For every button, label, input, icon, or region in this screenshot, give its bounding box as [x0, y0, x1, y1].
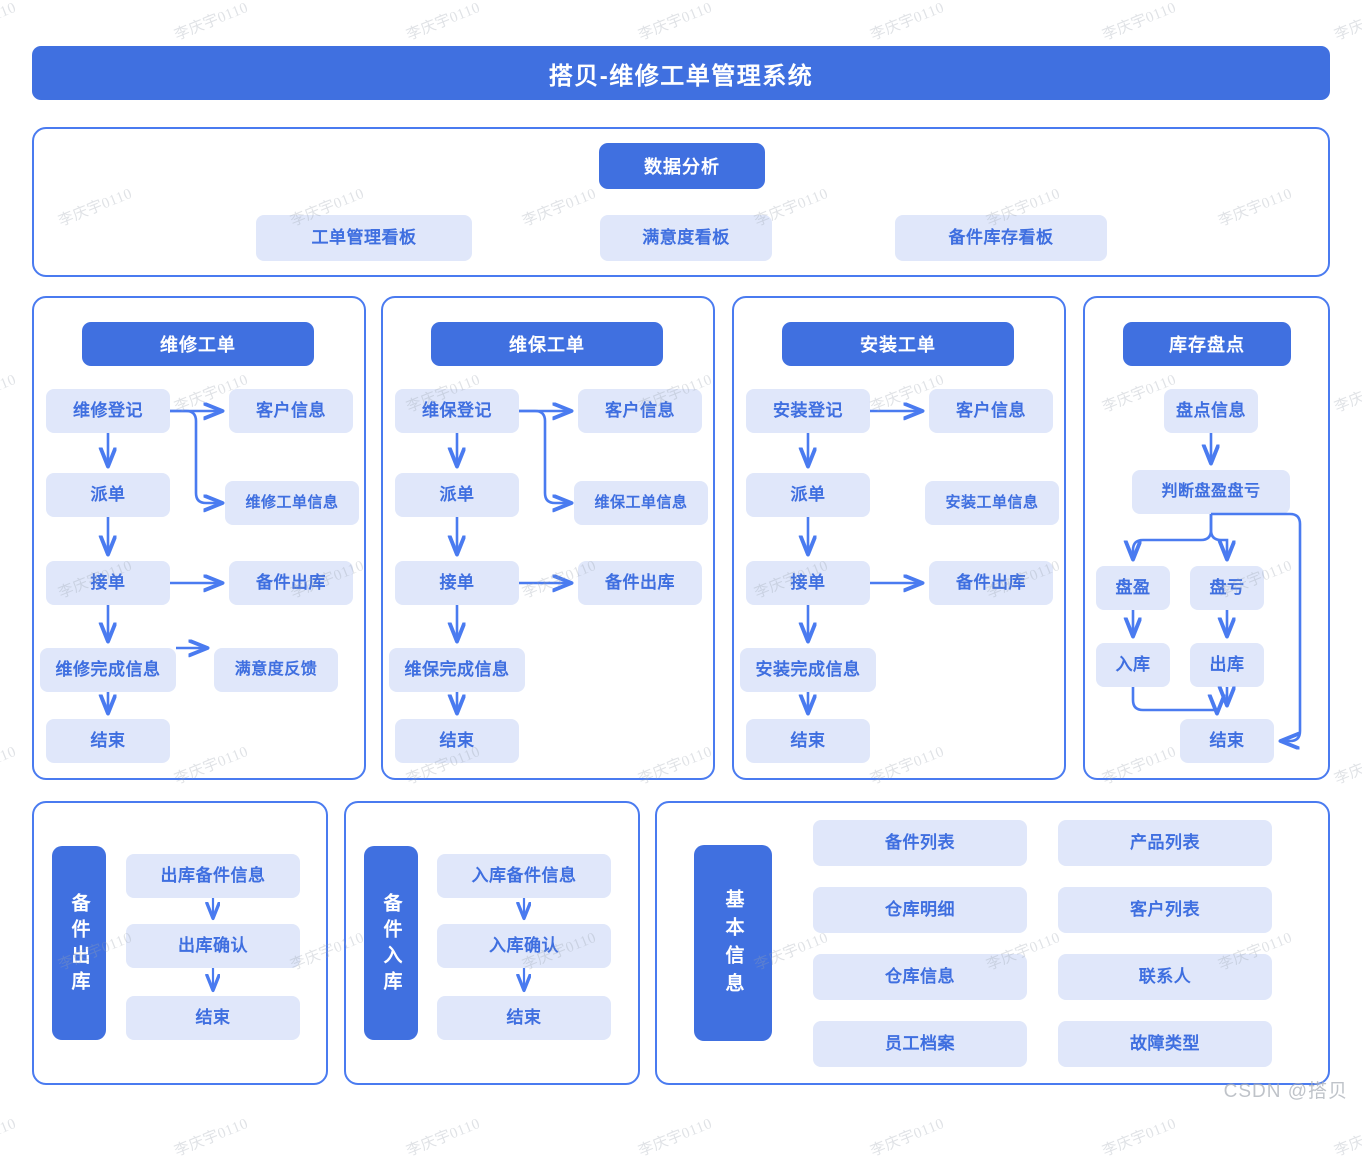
basic-info-label: 基本信息 — [694, 845, 772, 1041]
board-chip-satisfaction[interactable]: 满意度看板 — [600, 215, 772, 261]
inbound-step-confirm[interactable]: 入库确认 — [437, 924, 611, 968]
flow-title-install: 安装工单 — [782, 322, 1014, 366]
flow-step-maint-accept[interactable]: 接单 — [395, 561, 519, 605]
board-chip-stock[interactable]: 备件库存看板 — [895, 215, 1107, 261]
basic-info-item-parts-list[interactable]: 备件列表 — [813, 820, 1027, 866]
flow-step-inv-out[interactable]: 出库 — [1190, 643, 1264, 687]
watermark-text: 李庆宇0110 — [1332, 371, 1362, 416]
page-title: 搭贝-维修工单管理系统 — [32, 46, 1330, 100]
flow-step-repair-end[interactable]: 结束 — [46, 719, 170, 763]
outbound-step-confirm[interactable]: 出库确认 — [126, 924, 300, 968]
flow-step-repair-complete[interactable]: 维修完成信息 — [40, 648, 176, 692]
flow-side-install-customer[interactable]: 客户信息 — [929, 389, 1053, 433]
watermark-text: 李庆宇0110 — [0, 0, 19, 44]
watermark-text: 李庆宇0110 — [636, 0, 715, 44]
flow-step-inv-in[interactable]: 入库 — [1096, 643, 1170, 687]
csdn-watermark: CSDN @搭贝 — [1223, 1081, 1348, 1102]
flow-title-inventory: 库存盘点 — [1123, 322, 1291, 366]
outbound-step-end[interactable]: 结束 — [126, 996, 300, 1040]
inbound-label: 备件入库 — [364, 846, 418, 1040]
watermark-text: 李庆宇0110 — [404, 1115, 483, 1160]
flow-step-maint-end[interactable]: 结束 — [395, 719, 519, 763]
basic-info-item-employee-file[interactable]: 员工档案 — [813, 1021, 1027, 1067]
flow-step-install-register[interactable]: 安装登记 — [746, 389, 870, 433]
watermark-text: 李庆宇0110 — [0, 371, 19, 416]
flow-step-inv-surplus[interactable]: 盘盈 — [1096, 566, 1170, 610]
basic-info-item-product-list[interactable]: 产品列表 — [1058, 820, 1272, 866]
outbound-step-info[interactable]: 出库备件信息 — [126, 854, 300, 898]
flow-step-repair-accept[interactable]: 接单 — [46, 561, 170, 605]
watermark-text: 李庆宇0110 — [0, 1115, 19, 1160]
flow-side-maint-order-info[interactable]: 维保工单信息 — [574, 481, 708, 525]
flow-side-repair-parts-out[interactable]: 备件出库 — [229, 561, 353, 605]
flow-side-maint-parts-out[interactable]: 备件出库 — [578, 561, 702, 605]
board-chip-worksheet[interactable]: 工单管理看板 — [256, 215, 472, 261]
flow-step-repair-register[interactable]: 维修登记 — [46, 389, 170, 433]
watermark-text: 李庆宇0110 — [636, 1115, 715, 1160]
flow-step-maint-dispatch[interactable]: 派单 — [395, 473, 519, 517]
watermark-text: 李庆宇0110 — [1100, 0, 1179, 44]
flow-step-inv-judge[interactable]: 判断盘盈盘亏 — [1132, 470, 1290, 514]
flow-title-repair: 维修工单 — [82, 322, 314, 366]
outbound-label: 备件出库 — [52, 846, 106, 1040]
flow-step-inv-loss[interactable]: 盘亏 — [1190, 566, 1264, 610]
basic-info-item-contact[interactable]: 联系人 — [1058, 954, 1272, 1000]
flow-panel-maintenance — [381, 296, 715, 780]
watermark-text: 李庆宇0110 — [1332, 1115, 1362, 1160]
inbound-step-end[interactable]: 结束 — [437, 996, 611, 1040]
flow-step-install-end[interactable]: 结束 — [746, 719, 870, 763]
flow-step-repair-dispatch[interactable]: 派单 — [46, 473, 170, 517]
flow-step-install-dispatch[interactable]: 派单 — [746, 473, 870, 517]
flow-step-maint-complete[interactable]: 维保完成信息 — [389, 648, 525, 692]
watermark-text: 李庆宇0110 — [1100, 1115, 1179, 1160]
flow-side-repair-order-info[interactable]: 维修工单信息 — [225, 481, 359, 525]
flow-title-maintenance: 维保工单 — [431, 322, 663, 366]
flow-side-install-parts-out[interactable]: 备件出库 — [929, 561, 1053, 605]
flow-panel-repair — [32, 296, 366, 780]
flow-side-repair-customer[interactable]: 客户信息 — [229, 389, 353, 433]
flow-panel-install — [732, 296, 1066, 780]
watermark-text: 李庆宇0110 — [1332, 0, 1362, 44]
flow-side-repair-feedback[interactable]: 满意度反馈 — [214, 648, 338, 692]
basic-info-item-warehouse-info[interactable]: 仓库信息 — [813, 954, 1027, 1000]
flow-step-install-complete[interactable]: 安装完成信息 — [740, 648, 876, 692]
watermark-text: 李庆宇0110 — [172, 1115, 251, 1160]
analytics-group-chip[interactable]: 数据分析 — [599, 143, 765, 189]
watermark-text: 李庆宇0110 — [868, 1115, 947, 1160]
basic-info-item-customer-list[interactable]: 客户列表 — [1058, 887, 1272, 933]
flow-step-install-accept[interactable]: 接单 — [746, 561, 870, 605]
watermark-text: 李庆宇0110 — [0, 743, 19, 788]
flow-step-inv-end[interactable]: 结束 — [1180, 719, 1274, 763]
watermark-text: 李庆宇0110 — [404, 0, 483, 44]
basic-info-item-fault-type[interactable]: 故障类型 — [1058, 1021, 1272, 1067]
inbound-step-info[interactable]: 入库备件信息 — [437, 854, 611, 898]
watermark-text: 李庆宇0110 — [1332, 743, 1362, 788]
flow-side-install-order-info[interactable]: 安装工单信息 — [925, 481, 1059, 525]
flow-step-maint-register[interactable]: 维保登记 — [395, 389, 519, 433]
watermark-text: 李庆宇0110 — [868, 0, 947, 44]
flow-side-maint-customer[interactable]: 客户信息 — [578, 389, 702, 433]
flow-step-inv-info[interactable]: 盘点信息 — [1164, 389, 1258, 433]
watermark-text: 李庆宇0110 — [172, 0, 251, 44]
flow-panel-inventory — [1083, 296, 1330, 780]
basic-info-item-warehouse-detail[interactable]: 仓库明细 — [813, 887, 1027, 933]
